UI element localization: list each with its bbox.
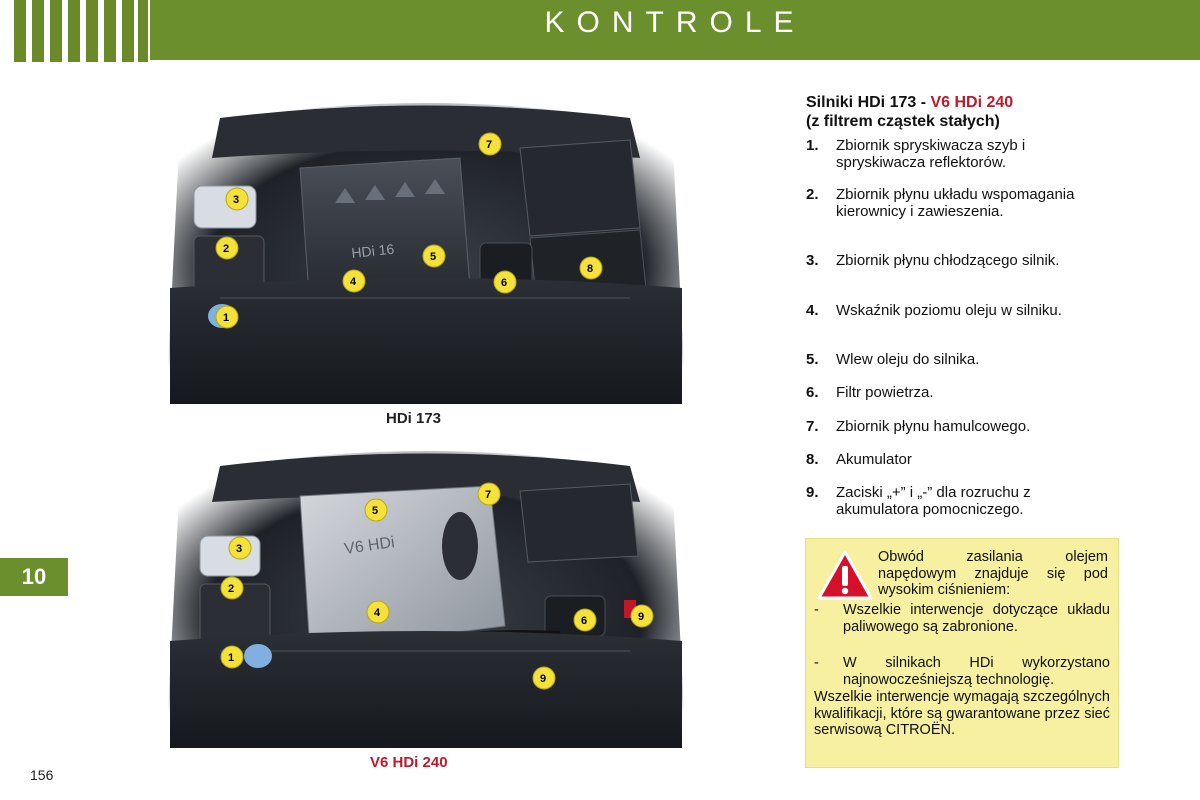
page-number: 156	[30, 767, 54, 783]
header-stripe	[122, 0, 134, 62]
warning-triangle-icon	[817, 550, 873, 600]
engine-image-v6hdi240: V6 HDi 1 2 3 4 5 6 7 9 9	[160, 436, 692, 748]
header-stripes	[0, 0, 148, 62]
list-item: 9.Zaciski „+” i „-” dla rozruchu z akumu…	[806, 484, 1031, 518]
header-stripe	[50, 0, 62, 62]
list-item: 5.Wlew oleju do silnika.	[806, 351, 980, 368]
badge-3: 3	[236, 543, 242, 555]
list-item: 8.Akumulator	[806, 451, 912, 468]
badge-9b: 9	[540, 673, 546, 685]
badge-1: 1	[228, 652, 234, 664]
header-stripe	[138, 0, 148, 62]
header-stripe	[104, 0, 116, 62]
header-bar	[150, 0, 1200, 60]
caption-hdi173: HDi 173	[386, 410, 442, 427]
warning-bullet: - W silnikach HDi wykorzystano najnowocz…	[814, 655, 1110, 688]
header-stripe	[14, 0, 26, 62]
title-highlight: V6 HDi 240	[930, 94, 1014, 111]
engine-image-hdi173: HDi 16 1 2 3 4 5 6 7 8	[160, 88, 692, 404]
chapter-tab: 10	[0, 558, 68, 596]
badge-2: 2	[223, 243, 229, 255]
badge-2: 2	[228, 583, 234, 595]
list-item: 3.Zbiornik płynu chłodzącego silnik.	[806, 252, 1060, 269]
section-title: Silniki HDi 173 - V6 HDi 240 (z filtrem …	[806, 93, 1106, 131]
badge-1: 1	[223, 312, 229, 324]
header-stripe	[68, 0, 80, 62]
badge-6: 6	[501, 277, 507, 289]
warning-box: Obwód zasilania olejem napędowym znajduj…	[805, 538, 1119, 768]
badge-9: 9	[638, 611, 644, 623]
title-suffix: (z filtrem cząstek stałych)	[806, 113, 1000, 130]
badge-5: 5	[430, 251, 436, 263]
engine-cover-text-v6: V6 HDi	[343, 534, 396, 558]
badge-8: 8	[587, 263, 593, 275]
warning-intro: Obwód zasilania olejem napędowym znajduj…	[878, 549, 1108, 598]
list-item: 6.Filtr powietrza.	[806, 384, 934, 401]
warning-bullet: - Wszelkie interwencje dotyczące układu …	[814, 602, 1110, 635]
list-item: 1.Zbiornik spryskiwacza szyb i spryskiwa…	[806, 137, 1026, 171]
header-stripe	[32, 0, 44, 62]
engine-cover-text: HDi 16	[351, 241, 395, 261]
badge-3: 3	[233, 194, 239, 206]
title-prefix: Silniki HDi 173 -	[806, 94, 931, 111]
warning-footer: Wszelkie interwencje wymagają szczególny…	[814, 689, 1110, 738]
list-item: 7.Zbiornik płynu hamulcowego.	[806, 418, 1031, 435]
badge-7: 7	[486, 139, 492, 151]
badge-7: 7	[485, 489, 491, 501]
list-item: 4.Wskaźnik poziomu oleju w silniku.	[806, 302, 1062, 319]
caption-v6hdi240: V6 HDi 240	[370, 754, 448, 771]
badge-5: 5	[372, 505, 378, 517]
list-item: 2.Zbiornik płynu układu wspomagania kier…	[806, 186, 1075, 220]
badge-6: 6	[581, 615, 587, 627]
badge-4: 4	[350, 276, 357, 288]
header-stripe	[86, 0, 98, 62]
page-title: KONTROLE	[544, 6, 806, 39]
badge-4: 4	[374, 607, 381, 619]
